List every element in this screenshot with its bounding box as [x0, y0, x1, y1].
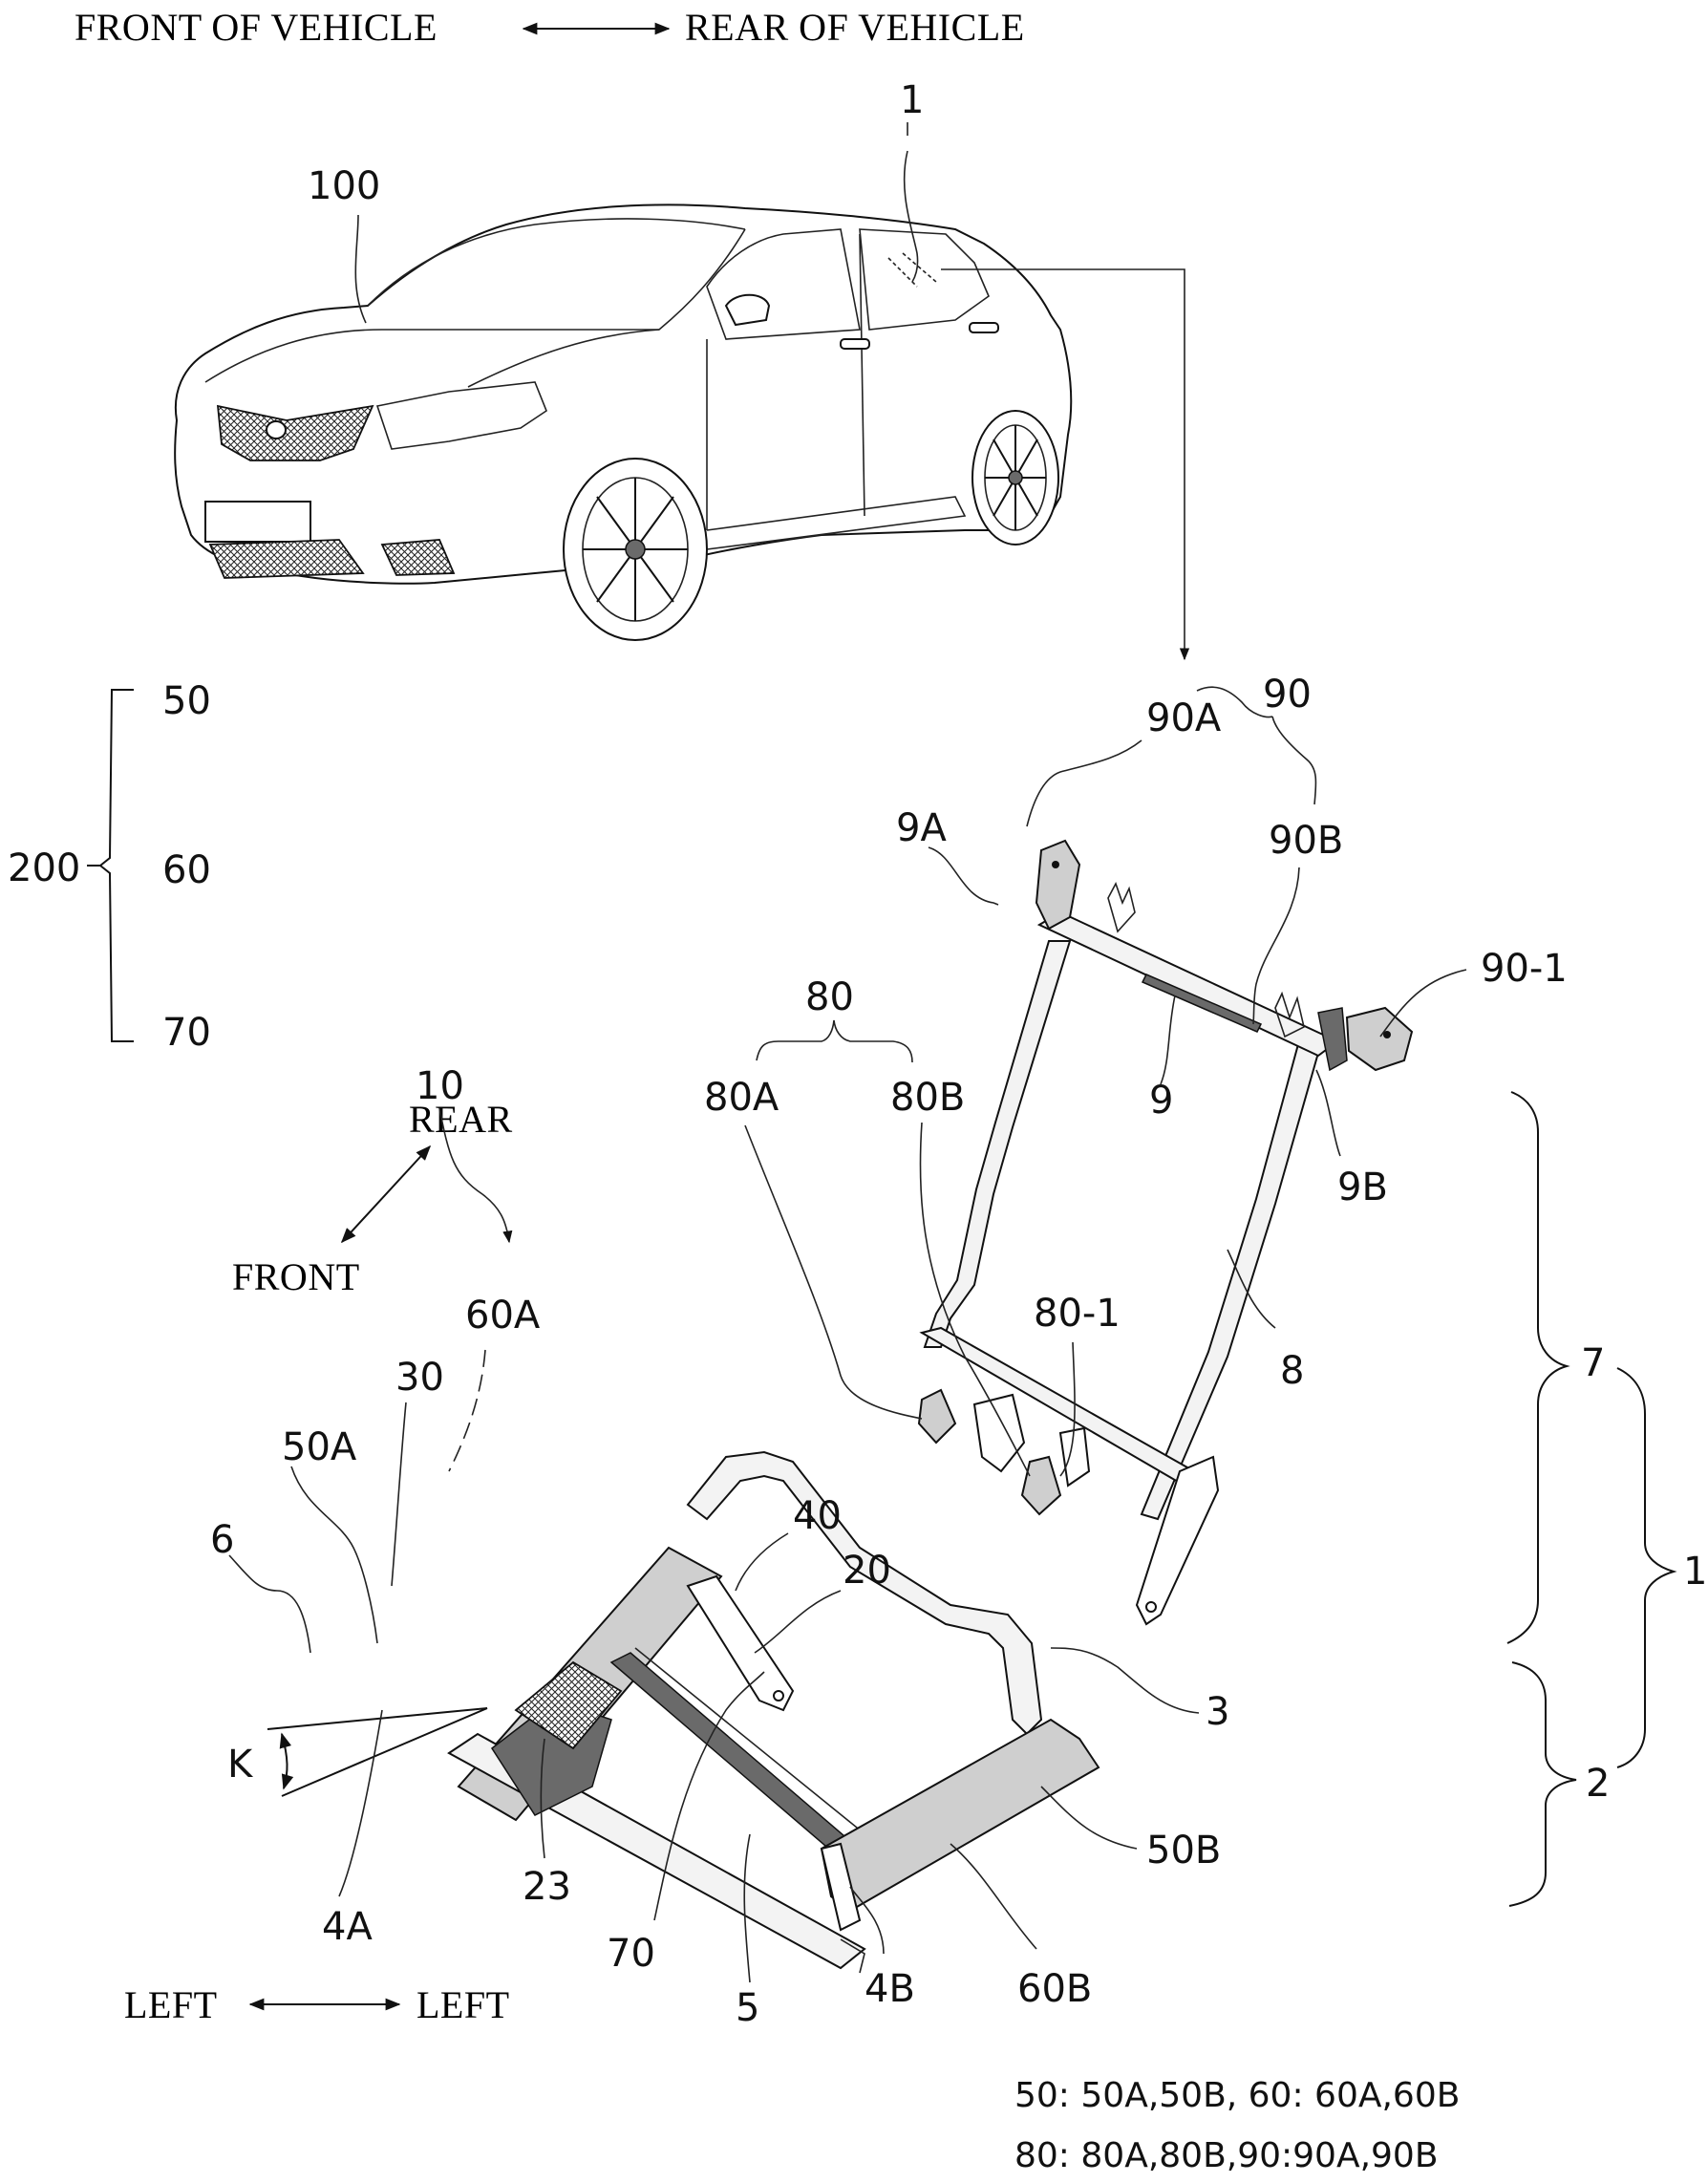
ref-60A: 60A — [465, 1294, 541, 1338]
cross-member-9 — [1036, 910, 1339, 1058]
reference-labels: 90 90A 90B 90-1 9A 9 9B 8 80 80A 80B 80-… — [210, 673, 1568, 2030]
ref-50A: 50A — [282, 1425, 357, 1469]
ref-1-seat: 1 — [1683, 1550, 1707, 1594]
left-label-2: LEFT — [416, 1983, 510, 2026]
ref-80: 80 — [805, 975, 854, 1019]
ref-50B: 50B — [1146, 1829, 1221, 1873]
ref-4A: 4A — [322, 1905, 373, 1949]
ref-3: 3 — [1206, 1690, 1229, 1734]
ref-70: 70 — [607, 1932, 655, 1976]
ref-23: 23 — [523, 1865, 571, 1909]
vehicle-emblem — [266, 420, 287, 439]
ref-90-1: 90-1 — [1481, 947, 1568, 991]
orientation-left-left: LEFT LEFT — [124, 1983, 510, 2026]
brace-1 — [1616, 1367, 1677, 1768]
ref-9B: 9B — [1337, 1166, 1388, 1209]
hinge-90B — [1345, 1006, 1414, 1072]
ref-10: 10 — [416, 1064, 464, 1108]
front-label: FRONT — [232, 1255, 360, 1298]
angle-K: K — [227, 1707, 488, 1797]
orientation-front-rear: FRONT OF VEHICLE REAR OF VEHICLE — [75, 6, 1025, 49]
hinge-90A — [1035, 839, 1081, 931]
cushion-tube-3 — [686, 1450, 1043, 1736]
vehicle-drawing — [174, 203, 1073, 641]
ref-200-member-50: 50 — [162, 679, 211, 723]
ref-200-member-60: 60 — [162, 848, 211, 892]
ref-80A: 80A — [704, 1076, 779, 1120]
orientation-rear-front: REAR FRONT — [232, 1098, 513, 1298]
ref-2: 2 — [1586, 1762, 1610, 1806]
rail-50B — [820, 1718, 1100, 1913]
front-wheel — [563, 458, 708, 641]
bracket-80A — [917, 1388, 957, 1445]
legend-line-2: 80: 80A,80B,90:90A,90B — [1014, 2136, 1439, 2175]
side-frame-8 — [1140, 1032, 1324, 1521]
group-braces: 7 2 1 — [1506, 1091, 1707, 1907]
ref-1-vehicle-seat: 1 — [900, 78, 924, 122]
ref-6: 6 — [210, 1518, 234, 1562]
double-arrow-diagonal-icon — [340, 1145, 432, 1244]
ref-80-1: 80-1 — [1034, 1292, 1121, 1336]
ref-60B: 60B — [1017, 1967, 1092, 2011]
ref-4B: 4B — [865, 1967, 915, 2011]
ref-9: 9 — [1149, 1079, 1173, 1123]
ref-80B: 80B — [890, 1076, 965, 1120]
ref-20: 20 — [843, 1549, 891, 1593]
legend: 50: 50A,50B, 60: 60A,60B 80: 80A,80B,90:… — [1014, 2076, 1460, 2175]
zoom-pointer-arrow — [941, 268, 1190, 661]
rear-label: REAR — [409, 1098, 513, 1141]
ref-200: 200 — [8, 846, 80, 890]
ref-100: 100 — [308, 164, 380, 208]
ref-5: 5 — [736, 1986, 759, 2030]
leader-100 — [354, 214, 367, 324]
license-plate — [204, 501, 311, 543]
motor-30 — [514, 1660, 623, 1750]
ref-90B: 90B — [1269, 819, 1343, 863]
group-200: 200 50 60 70 — [8, 679, 211, 1055]
front-of-vehicle-label: FRONT OF VEHICLE — [75, 6, 438, 49]
bracket-80B — [1020, 1455, 1062, 1516]
ref-9A: 9A — [896, 806, 947, 850]
ref-200-member-70: 70 — [162, 1011, 211, 1055]
ref-8: 8 — [1280, 1349, 1304, 1393]
ref-7: 7 — [1581, 1341, 1605, 1385]
ref-40: 40 — [793, 1494, 842, 1538]
ref-30: 30 — [395, 1356, 444, 1400]
brace-200 — [87, 689, 134, 1042]
left-label-1: LEFT — [124, 1983, 218, 2026]
brace-2 — [1508, 1661, 1577, 1907]
bracket-40 — [686, 1574, 795, 1712]
ref-K: K — [227, 1743, 254, 1787]
front-grille — [216, 404, 374, 461]
ref-90: 90 — [1263, 673, 1312, 717]
cushion-frame — [447, 1450, 1100, 1974]
backrest-frame — [917, 839, 1414, 1626]
rear-wheel — [971, 410, 1059, 546]
rear-of-vehicle-label: REAR OF VEHICLE — [685, 6, 1025, 49]
brace-7 — [1506, 1091, 1570, 1644]
ref-90A: 90A — [1146, 696, 1222, 740]
legend-line-1: 50: 50A,50B, 60: 60A,60B — [1014, 2076, 1460, 2115]
